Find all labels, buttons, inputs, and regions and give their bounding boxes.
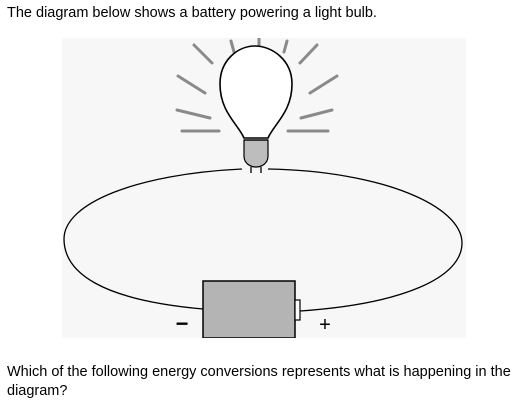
battery-minus-label: −: [176, 311, 189, 336]
intro-text: The diagram below shows a battery poweri…: [7, 5, 377, 21]
bulb-base: [243, 139, 269, 168]
light-ray: [176, 74, 207, 95]
battery-body: [202, 280, 296, 338]
circuit-diagram-graphic: − +: [63, 38, 463, 338]
battery-terminal: [294, 299, 301, 321]
light-ray: [308, 74, 339, 95]
bulb-glass: [219, 45, 293, 139]
light-ray: [299, 108, 334, 120]
circuit-wire: [63, 168, 463, 312]
light-rays: [175, 38, 339, 133]
light-ray: [229, 39, 236, 54]
light-ray: [298, 43, 319, 65]
light-ray: [192, 43, 214, 65]
light-ray: [175, 108, 212, 120]
battery-plus-label: +: [319, 314, 331, 336]
light-ray: [282, 39, 289, 54]
light-bulb-icon: [219, 45, 293, 173]
battery-icon: − +: [176, 280, 331, 338]
circuit-diagram: − +: [62, 38, 466, 338]
question-text: Which of the following energy conversion…: [7, 364, 511, 399]
